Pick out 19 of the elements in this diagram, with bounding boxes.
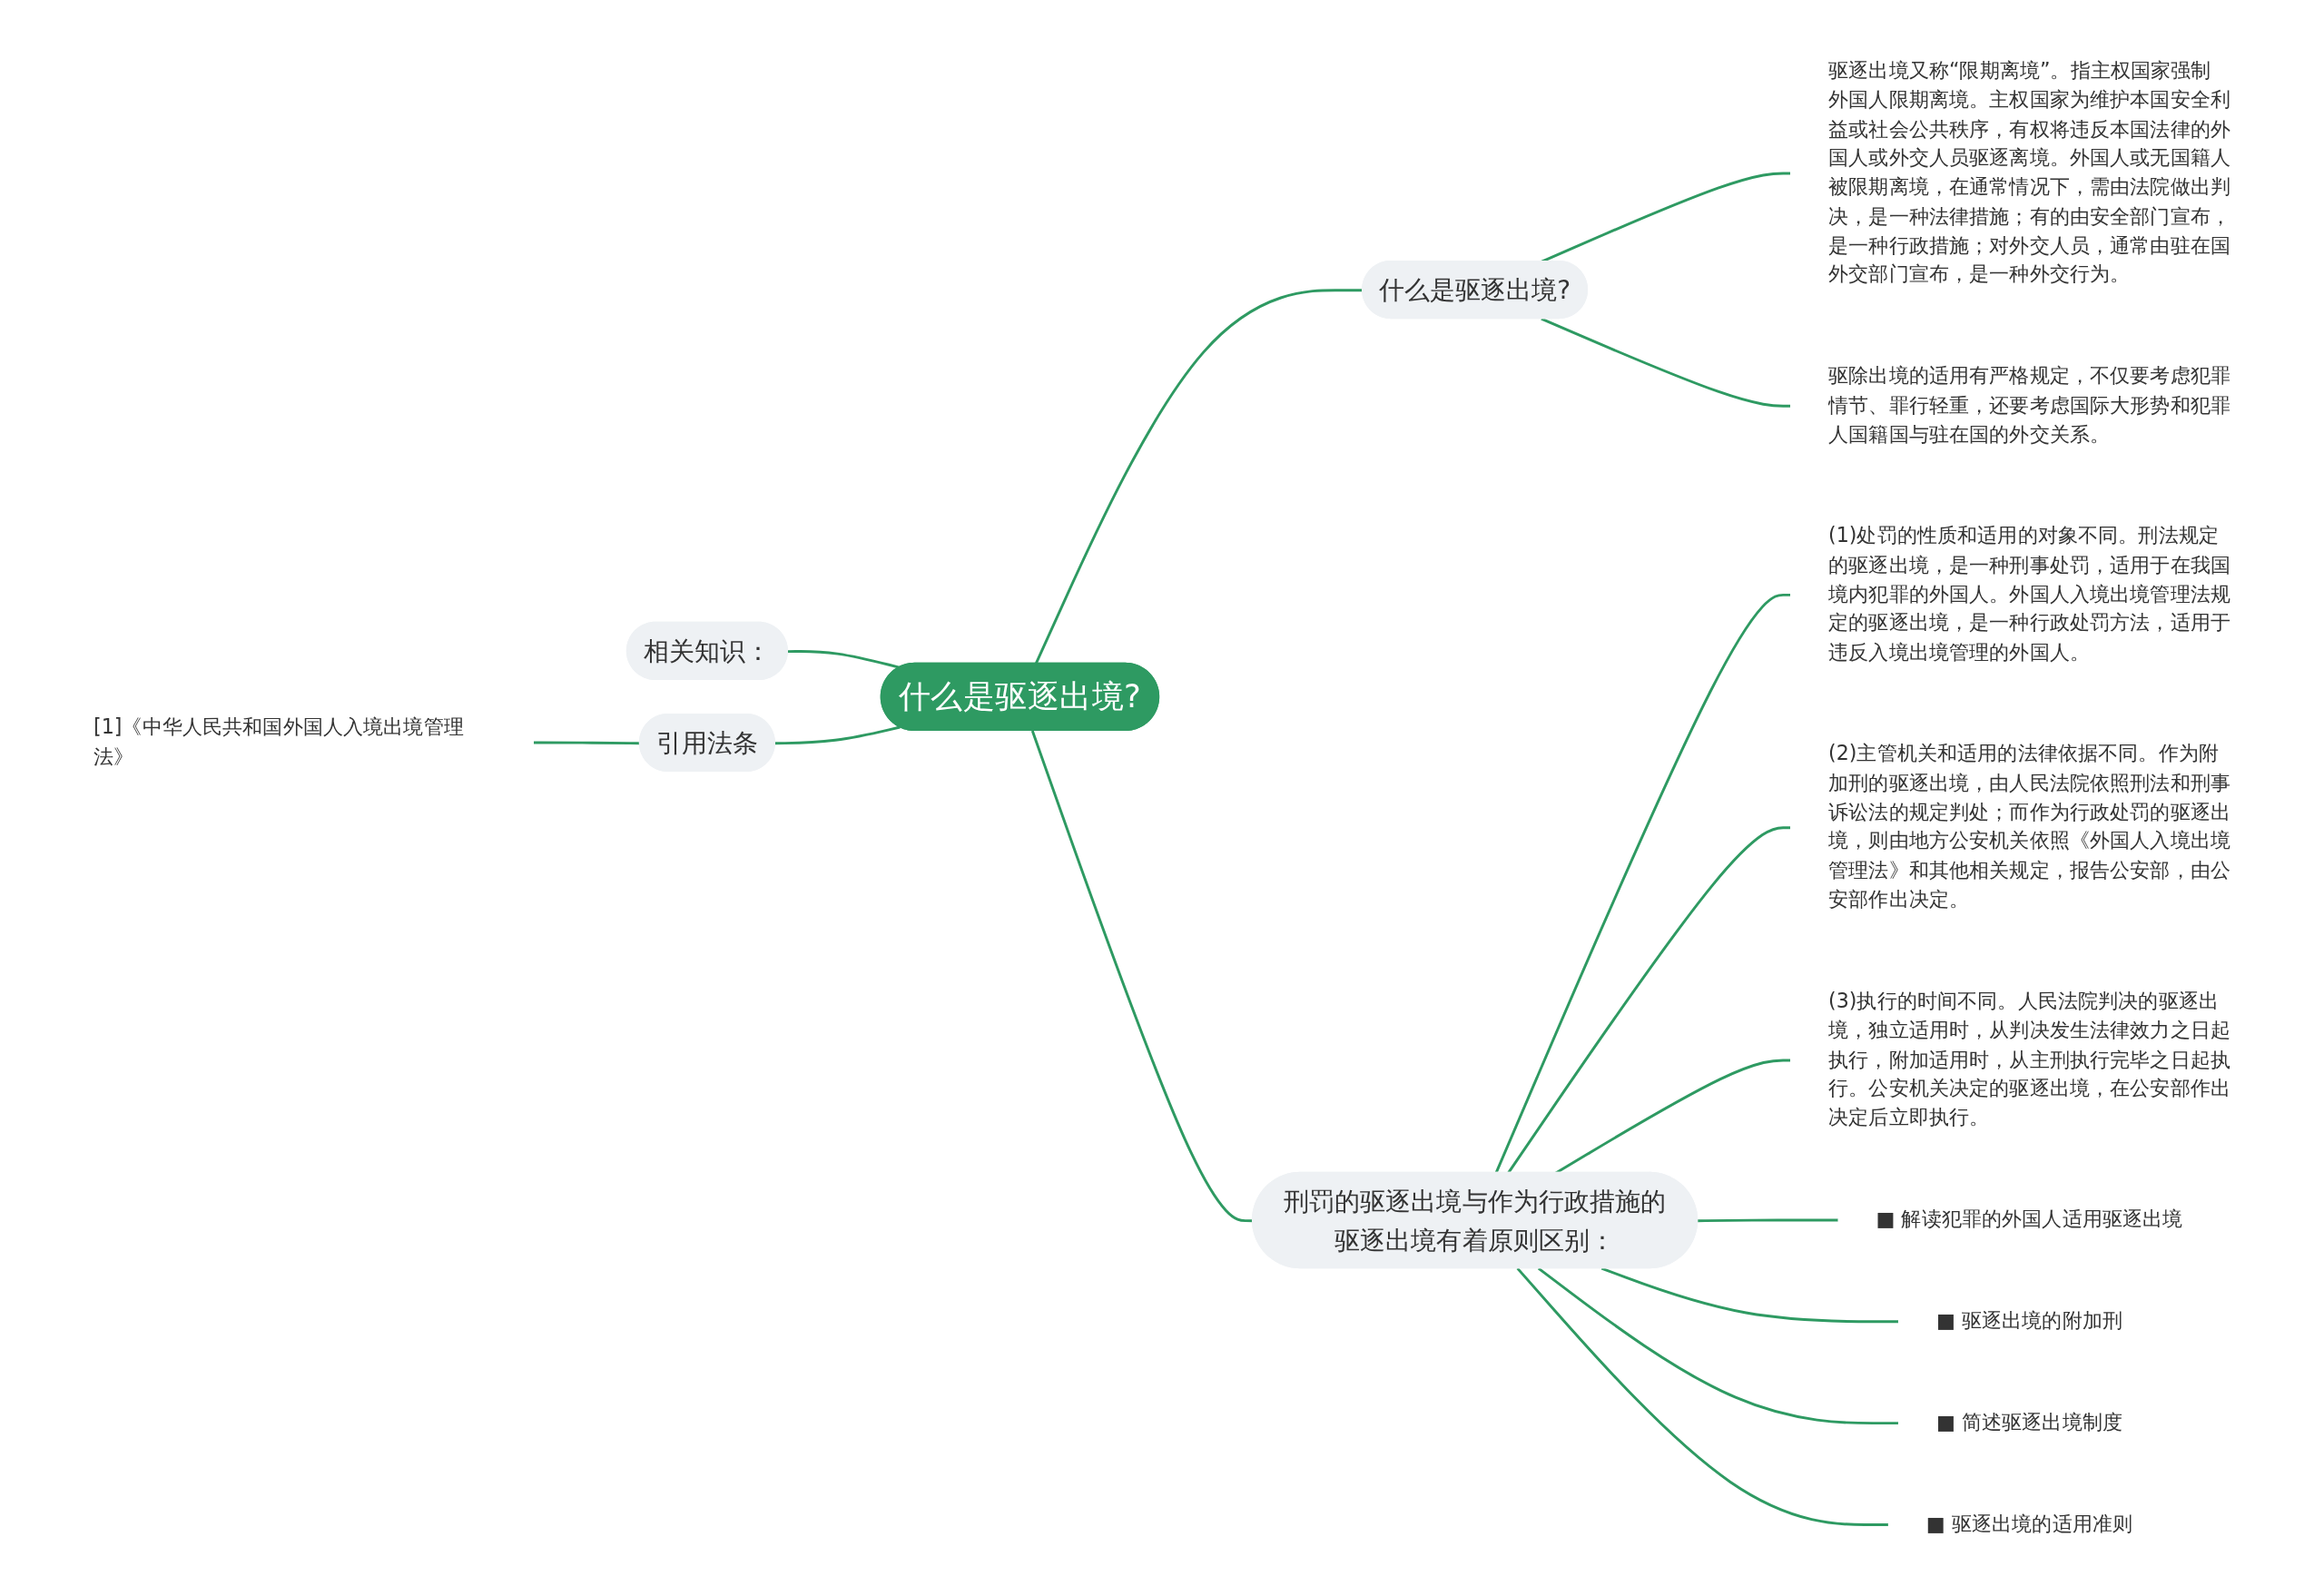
node-text: (2)主管机关和适用的法律依据不同。作为附加刑的驱逐出境，由人民法院依照刑法和刑事诉讼法的规定判处；而作为行政处罚的驱逐出境，则由地方公安机关依照《外国人入境出境管理法》和其他相关规定，报告公安部，由公安部作出决定。 — [1828, 741, 2230, 911]
connector — [1600, 1266, 1899, 1324]
node-text: ■ 解读犯罪的外国人适用驱逐出境 — [1876, 1207, 2183, 1231]
node-text: ■ 简述驱逐出境制度 — [1935, 1410, 2123, 1434]
connector — [787, 649, 901, 669]
connector — [1034, 289, 1364, 665]
connector — [1516, 1267, 1889, 1526]
connector — [1698, 1218, 1839, 1223]
node-text: ■ 驱逐出境的附加刑 — [1935, 1308, 2123, 1333]
connector — [1494, 593, 1791, 1174]
node-text: [1]《中华人民共和国外国人入境出境管理法》 — [94, 714, 464, 769]
connector — [774, 725, 901, 745]
connector — [1537, 1266, 1899, 1425]
node-text: 驱除出境的适用有严格规定，不仅要考虑犯罪情节、罪行轻重，还要考虑国际大形势和犯罪人国籍国与驻在国的外交关系。 — [1828, 363, 2230, 447]
node-text: (3)执行的时间不同。人民法院判决的驱逐出境，独立适用时，从判决发生法律效力之日起执行，附加适用时，从主刑执行完毕之日起执行。公安机关决定的驱逐出境，在公安部作出决定后立即执行。 — [1828, 989, 2230, 1130]
node-text: (1)处罚的性质和适用的对象不同。刑法规定的驱逐出境，是一种刑事处罚，适用于在我国境内犯罪的外国人。外国人入境出境管理法规定的驱逐出境，是一种行政处罚方法，适用于违反入境出境管理的外国人。 — [1828, 523, 2230, 665]
node-text: 驱逐出境又称“限期离境”。指主权国家强制外国人限期离境。主权国家为维护本国安全利益或社会公共秩序，有权将违反本国法律的外国人或外交人员驱逐离境。外国人或无国籍人被限期离境，在通常情况下，需由法院做出判决，是一种法律措施；有的由安全部门宣布，是一种行政措施；对外交人员，通常由驻在国外交部门宣布，是一种外交行为。 — [1828, 57, 2230, 287]
connector — [1541, 317, 1791, 408]
node-text: ■ 驱逐出境的适用准则 — [1925, 1511, 2133, 1536]
